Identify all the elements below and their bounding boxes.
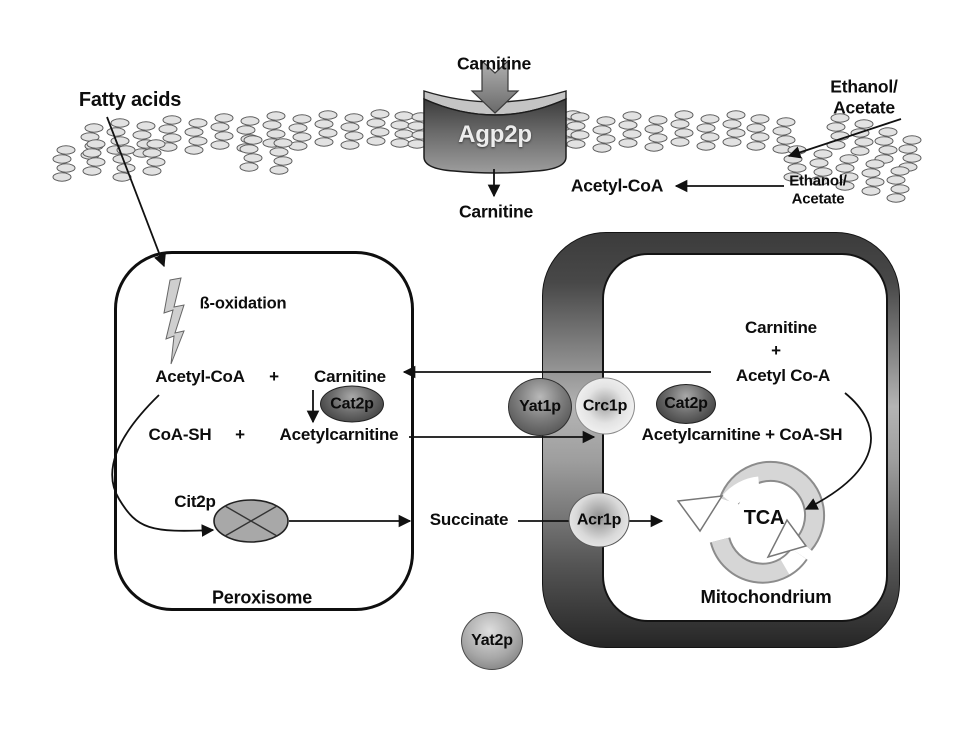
plus-sign: + (269, 366, 279, 386)
acetate-line: Acetate (833, 97, 895, 117)
peroxisome-label: Peroxisome (211, 587, 313, 608)
acetate-line: Acetate (791, 190, 845, 207)
ethanol-uptake-arrow (787, 118, 902, 159)
carnitine-peroxisome-label: Carnitine (314, 366, 386, 386)
ethanol-line: Ethanol/ (830, 76, 898, 97)
acetylcarnitine-peroxisome-label: Acetylcarnitine (279, 424, 399, 444)
carnitine-extracellular-label: Carnitine (456, 53, 532, 74)
cit2p-label: Cit2p (174, 491, 216, 511)
crc1p-badge: Crc1p (575, 377, 635, 435)
agp2p-label: Agp2p (458, 120, 532, 148)
plus-sign: + (771, 340, 781, 360)
acetylcoa-peroxisome-label: Acetyl-CoA (155, 366, 245, 386)
carnitine-mitochondrion-label: Carnitine (745, 317, 817, 337)
acetylcarnitine-coash-label: Acetylcarnitine + CoA-SH (641, 424, 843, 444)
fatty-acids-arrow (106, 116, 166, 268)
carnitine-cytosol-label: Carnitine (458, 201, 534, 222)
beta-oxidation-label: ß-oxidation (199, 294, 287, 313)
plus-sign: + (235, 424, 245, 444)
succinate-label: Succinate (429, 509, 509, 529)
tca-label: TCA (743, 507, 785, 530)
fatty-acids-label: Fatty acids (78, 89, 182, 112)
ethanol-acetate-extracellular-label: Ethanol/ Acetate (830, 76, 898, 117)
ethanol-acetate-cytosol-label: Ethanol/ Acetate (789, 172, 847, 207)
yat2p-badge: Yat2p (461, 612, 523, 670)
cat2p-mitochondrion-badge: Cat2p (656, 384, 716, 424)
coa-sh-label: CoA-SH (148, 424, 212, 444)
cat2p-peroxisome-badge: Cat2p (320, 385, 384, 423)
acetylcoa-cytosol-label: Acetyl-CoA (570, 175, 664, 196)
mitochondrium-label: Mitochondrium (700, 586, 832, 608)
acr1p-badge: Acr1p (568, 492, 630, 548)
acetyl-co-a-label: Acetyl Co-A (735, 365, 831, 385)
ethanol-line: Ethanol/ (789, 172, 847, 190)
yat1p-badge: Yat1p (508, 378, 572, 436)
